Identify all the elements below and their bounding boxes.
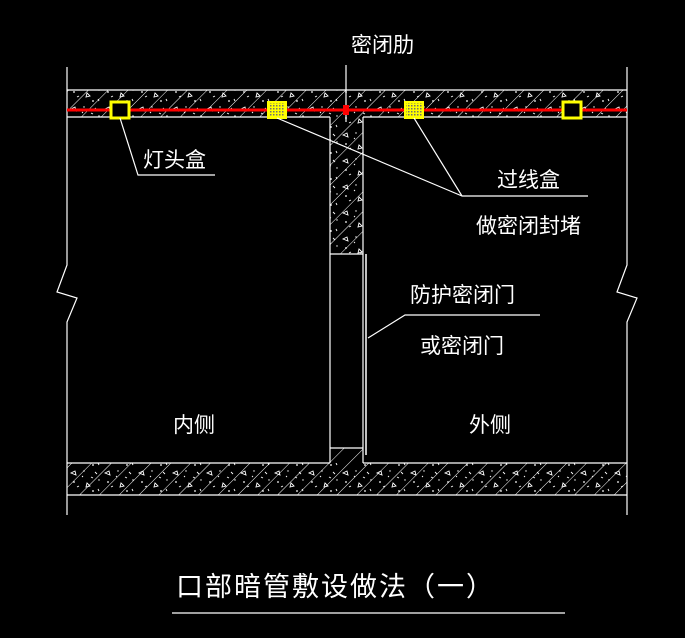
label-door-line2: 或密闭门 (420, 334, 504, 358)
bottom-slab (67, 462, 627, 496)
label-inside: 内侧 (173, 413, 215, 437)
top-slab (67, 89, 627, 118)
label-door-line1: 防护密闭门 (410, 283, 515, 307)
label-seal-plug: 做密闭封堵 (476, 214, 581, 238)
label-seal-rib: 密闭肋 (351, 33, 414, 57)
door-leader (367, 314, 540, 339)
right-break-line (616, 67, 638, 515)
label-junction-box: 过线盒 (497, 168, 560, 192)
drawing-title: 口部暗管敷设做法（一） (176, 572, 495, 603)
lamp-box-1 (109, 100, 131, 120)
label-lamp-box: 灯头盒 (143, 148, 206, 172)
left-break-line (56, 67, 78, 515)
seal-rib (343, 105, 349, 115)
junction-box-leader (276, 117, 588, 197)
label-outside: 外侧 (469, 413, 511, 437)
sealing-wall (329, 117, 364, 463)
lamp-box-2 (561, 100, 583, 120)
junction-box-2 (404, 101, 424, 119)
junction-box-1 (267, 101, 287, 119)
lamp-box-leader (119, 117, 215, 176)
